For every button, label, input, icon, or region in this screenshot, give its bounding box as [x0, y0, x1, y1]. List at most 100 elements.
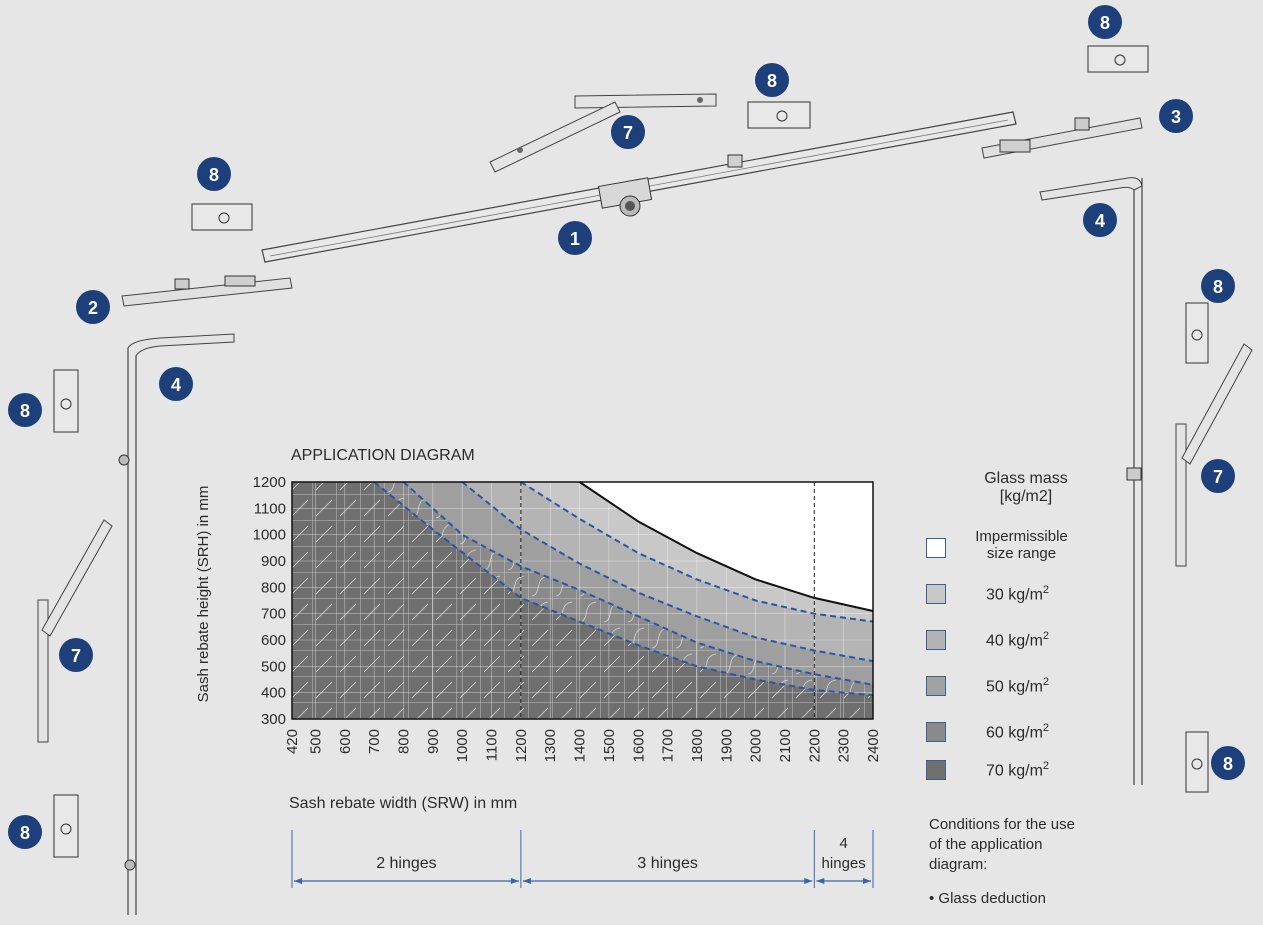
x-tick-label: 1600 — [630, 729, 647, 762]
legend-label-base: 30 kg/m — [986, 586, 1043, 604]
legend-label-sup: 2 — [1042, 676, 1050, 688]
callout-4-left: 4 — [159, 367, 193, 401]
svg-text:1: 1 — [570, 229, 580, 249]
x-tick-label: 2000 — [748, 729, 765, 762]
legend-item: 60 kg/m2 — [926, 720, 1126, 744]
legend-title-line1: Glass mass — [984, 470, 1068, 487]
legend-label-base: 60 kg/m — [986, 724, 1043, 742]
legend-swatch — [926, 676, 946, 696]
dimension-arrow-left — [522, 878, 531, 884]
x-tick-label: 1500 — [601, 729, 618, 762]
series-line-40-kg-m2 — [520, 481, 874, 623]
conditions-text: Conditions for the use of the applicatio… — [929, 815, 1075, 909]
legend-label-base: 50 kg/m — [986, 678, 1043, 696]
y-tick-label: 400 — [261, 685, 286, 702]
x-tick-label: 2200 — [806, 729, 823, 762]
legend-swatch — [926, 584, 946, 604]
legend-label-base: 70 kg/m — [986, 762, 1043, 780]
callout-8-left-upper: 8 — [8, 393, 42, 427]
svg-text:8: 8 — [1100, 13, 1110, 33]
svg-text:4: 4 — [171, 375, 181, 395]
dimension-arrow-right — [804, 878, 813, 884]
svg-text:8: 8 — [1223, 754, 1233, 774]
series-line-60-kg-m2 — [402, 481, 874, 686]
legend-item: 50 kg/m2 — [926, 674, 1126, 698]
svg-text:2: 2 — [88, 298, 98, 318]
x-tick-label: 2100 — [777, 729, 794, 762]
conditions-line3: diagram: — [929, 856, 988, 873]
hinge-label-line2: hinges — [822, 855, 866, 872]
legend-swatch — [926, 538, 946, 558]
conditions-line2: of the application — [929, 836, 1043, 853]
x-tick-label: 2300 — [836, 729, 853, 762]
callout-4-right: 4 — [1083, 203, 1117, 237]
dimension-arrow-right — [863, 878, 871, 884]
svg-text:3: 3 — [1171, 107, 1181, 127]
legend-label-line1: Impermissible — [975, 528, 1068, 545]
legend-label-sup: 2 — [1042, 760, 1050, 772]
corner-drive-top-left — [121, 275, 293, 307]
y-tick-label: 800 — [261, 579, 286, 596]
legend-title-line2: [kg/m2] — [999, 488, 1053, 505]
callout-2: 2 — [76, 290, 110, 324]
x-tick-label: 700 — [366, 729, 383, 754]
svg-text:8: 8 — [209, 165, 219, 185]
keeper-drawings — [53, 45, 1209, 858]
legend-label: 60 kg/m2 — [986, 722, 1049, 742]
legend-swatch — [926, 630, 946, 650]
x-tick-label: 800 — [396, 729, 413, 754]
legend-label-sup: 2 — [1042, 722, 1050, 734]
chart-frame — [291, 481, 874, 720]
zone-4 — [292, 482, 873, 719]
legend-label-sup: 2 — [1042, 630, 1050, 642]
dimension-arrow-right — [510, 878, 519, 884]
dimension-arrow-left — [294, 878, 302, 884]
svg-text:8: 8 — [20, 823, 30, 843]
x-tick-label: 1200 — [513, 729, 530, 762]
x-tick-label: 2400 — [865, 729, 882, 762]
callout-8-left-lower: 8 — [8, 815, 42, 849]
stay-arm-left-drawing — [37, 519, 113, 743]
chart-zones — [292, 482, 873, 719]
x-tick-label: 900 — [425, 729, 442, 754]
callout-3: 3 — [1159, 99, 1193, 133]
x-axis-label: Sash rebate width (SRW) in mm — [289, 795, 517, 812]
chart-title: APPLICATION DIAGRAM — [291, 447, 475, 464]
x-tick-label: 1100 — [484, 729, 501, 761]
callout-7-right: 7 — [1201, 459, 1235, 493]
svg-text:7: 7 — [1213, 467, 1223, 487]
legend-item: 40 kg/m2 — [926, 628, 1126, 652]
legend-label: 30 kg/m2 — [986, 584, 1049, 604]
y-tick-label: 300 — [261, 711, 286, 728]
corner-drive-top-right — [981, 117, 1143, 159]
y-tick-label: 500 — [261, 658, 286, 675]
legend-label-sup: 2 — [1042, 584, 1050, 596]
svg-text:8: 8 — [1213, 277, 1223, 297]
x-tick-label: 1700 — [660, 729, 677, 762]
legend-label-line2: size range — [986, 545, 1057, 562]
x-tick-label: 1900 — [718, 729, 735, 762]
legend-label: Impermissible size range — [964, 528, 1079, 562]
callout-8-topright: 8 — [1088, 5, 1122, 39]
series-line-70-kg-m2 — [373, 481, 874, 697]
conditions-bullet: • Glass deduction — [929, 890, 1046, 907]
callout-8-topleft: 8 — [197, 157, 231, 191]
x-tick-label: 1800 — [689, 729, 706, 762]
legend-swatch — [926, 722, 946, 742]
x-tick-label: 500 — [307, 729, 324, 754]
plot-frame — [291, 481, 874, 720]
legend-item: 30 kg/m2 — [926, 582, 1126, 606]
svg-text:4: 4 — [1095, 211, 1105, 231]
y-tick-label: 1100 — [254, 500, 286, 517]
callout-1: 1 — [558, 221, 592, 255]
legend-item-impermissible: Impermissible size range — [926, 528, 1126, 572]
legend-title: Glass mass [kg/m2] — [970, 470, 1082, 506]
top-rail-gear — [261, 111, 1017, 263]
x-tick-label: 1000 — [454, 729, 471, 762]
callout-badges: 1 2 3 4 4 7 7 7 8 8 8 8 8 8 8 — [8, 5, 1245, 849]
